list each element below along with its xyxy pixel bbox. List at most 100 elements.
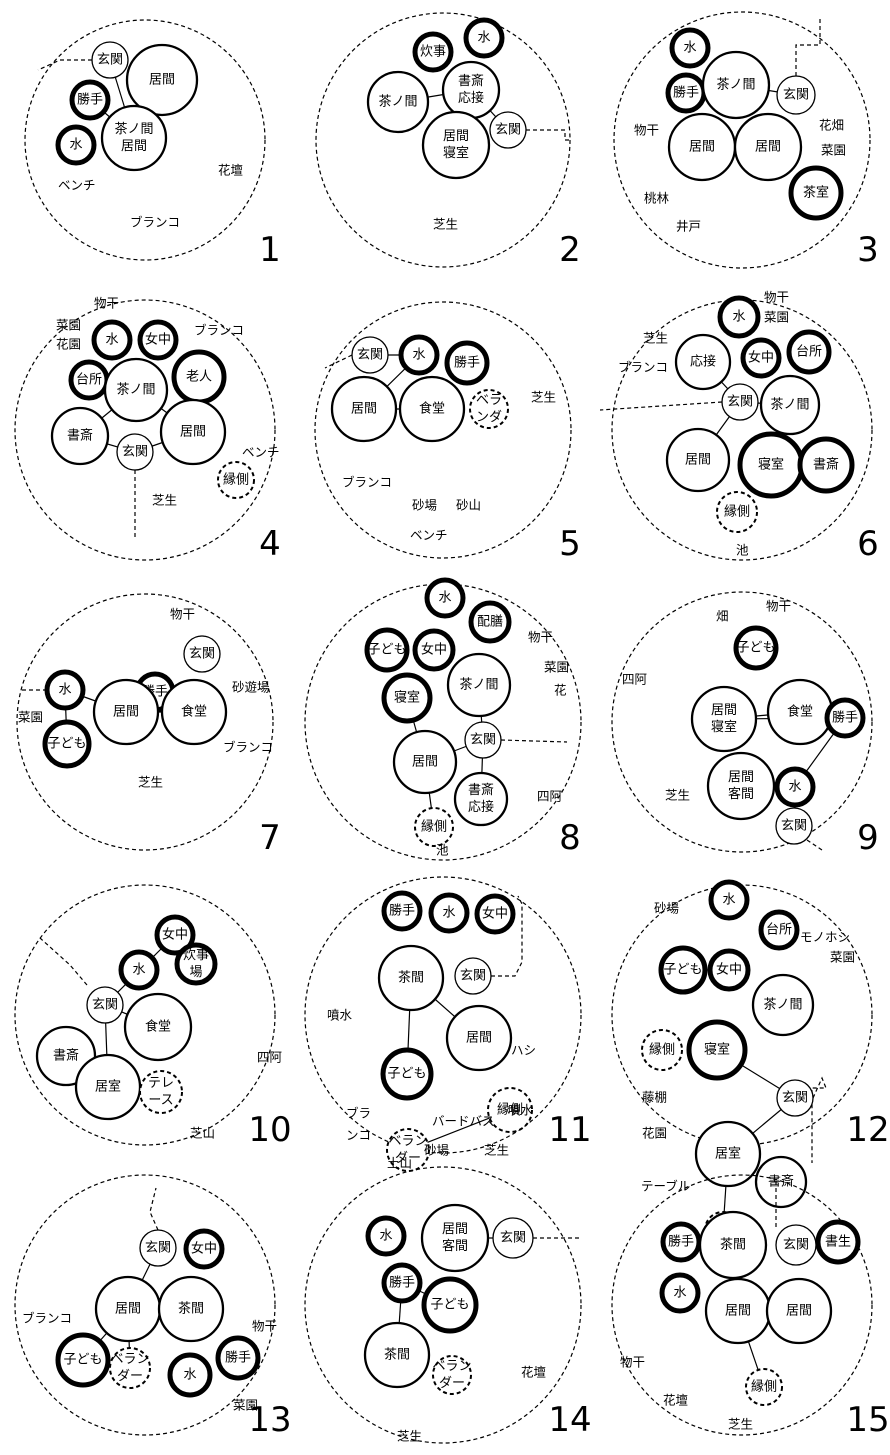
room-label: 水 <box>477 31 490 46</box>
room-engawa <box>217 461 255 499</box>
yard-feature-label: 物干 <box>634 123 659 138</box>
room-label: 縁側 <box>223 472 249 488</box>
room-label: 縁側 <box>497 1102 523 1118</box>
room-label: 食堂 <box>787 704 813 720</box>
yard-feature-label: 芝生 <box>665 788 690 803</box>
room-label: 玄関 <box>122 445 148 460</box>
room-label: 子ども <box>367 643 406 658</box>
room-shosai <box>754 1155 808 1209</box>
yard-feature-label: ブランコ <box>618 360 668 375</box>
room-daidokoro <box>786 329 832 375</box>
room-chanoma <box>157 1275 225 1343</box>
room-kodomo <box>364 627 410 673</box>
yard-feature-label: 芝生 <box>531 390 556 405</box>
room-ima2 <box>706 751 776 821</box>
yard-feature-label: テーブル <box>641 1179 690 1194</box>
room-label: 玄関 <box>145 1241 171 1256</box>
room-label: 玄関 <box>92 998 118 1013</box>
room-ima <box>445 1004 513 1072</box>
room-label: 茶間 <box>720 1237 746 1253</box>
approach-path <box>37 59 92 71</box>
yard-feature-label: 花壇 <box>521 1365 546 1380</box>
room-katte <box>381 1262 423 1304</box>
approach-path <box>500 739 568 743</box>
room-genkan <box>139 1229 177 1267</box>
room-mizu <box>774 766 816 808</box>
room-label: 居間 <box>725 1304 751 1319</box>
room-shokudo <box>160 678 228 746</box>
plan-number: 13 <box>248 1400 291 1440</box>
room-label: 子ども <box>430 1298 469 1313</box>
room-label: 書斎 <box>53 1048 79 1064</box>
yard-feature-label: 花壇 <box>218 163 243 178</box>
room-chanoma <box>363 1321 431 1389</box>
room-label: 玄関 <box>189 647 215 662</box>
room-label: 茶間 <box>384 1347 410 1363</box>
room-ima2 <box>733 112 803 182</box>
room-label: 女中 <box>145 332 171 348</box>
room-label: 子ども <box>63 1353 102 1368</box>
room-label: ベラ <box>476 393 502 408</box>
room-chanoma <box>751 973 815 1037</box>
yard-feature-label: 四阿 <box>622 672 648 687</box>
site-boundary <box>315 12 571 268</box>
room-jochu <box>154 914 196 956</box>
yard-feature-label: モノホシ <box>800 930 850 945</box>
plan-4: 水女中台所老人茶ノ間書斎居間玄関縁側物干菜園花園ブランコベンチ芝生4 <box>14 296 281 564</box>
room-engawa <box>414 807 454 847</box>
room-label: 配膳 <box>477 614 503 630</box>
yard-feature-label: 花畑 <box>819 118 844 133</box>
site-boundary <box>304 876 582 1154</box>
room-label: 女中 <box>748 350 774 366</box>
room-label: 女中 <box>191 1241 217 1257</box>
room-shinshitsu <box>686 1019 748 1081</box>
room-label: 客間 <box>442 1238 468 1254</box>
room-jochu <box>707 948 751 992</box>
room-label: 寝室 <box>704 1042 730 1058</box>
room-label: 寝室 <box>711 719 737 735</box>
room-label: 玄関 <box>781 819 807 834</box>
approach-path <box>811 1076 827 1163</box>
room-label: テレ <box>148 1076 174 1091</box>
plan-number: 7 <box>259 818 281 858</box>
room-label: 水 <box>379 1229 392 1244</box>
room-label: 食堂 <box>145 1019 171 1035</box>
room-mizu <box>167 1352 213 1398</box>
room-chanoma <box>100 104 168 172</box>
room-kodomo <box>733 625 779 671</box>
site-boundary <box>613 11 871 269</box>
room-label: 居間 <box>115 1302 141 1317</box>
room-shosai <box>453 771 509 827</box>
room-label: 玄関 <box>727 395 753 410</box>
room-genkan <box>721 383 759 421</box>
room-label: 居間 <box>113 705 139 720</box>
plan-number: 14 <box>548 1400 591 1440</box>
room-label: 書斎 <box>67 428 93 444</box>
yard-feature-label: 井戸 <box>676 219 701 234</box>
room-label: 居室 <box>715 1146 741 1162</box>
room-label: ベラン <box>432 1359 471 1374</box>
room-shosai <box>797 436 855 494</box>
room-label: 居間 <box>149 73 175 88</box>
yard-feature-label: 四阿 <box>257 1050 283 1065</box>
plan-12: 水台所子ども女中茶ノ間縁側寝室玄関居室書斎縁側砂場モノホシ菜園藤棚花園テーブル1… <box>611 879 890 1249</box>
room-chanoma <box>377 944 445 1012</box>
room-ima <box>421 110 491 180</box>
plan-11: 勝手水女中茶間玄関居間子ども縁側ベランダー噴水ハシ噴水ブランコバードバス土山砂場… <box>304 876 592 1172</box>
room-label: 居間 <box>443 129 469 144</box>
yard-feature-label: 畑 <box>716 609 729 624</box>
yard-feature-label: 菜園 <box>544 660 569 675</box>
room-label: 勝手 <box>389 904 415 919</box>
room-label: 玄関 <box>470 733 496 748</box>
room-label: ダー <box>439 1376 465 1391</box>
room-label: 子ども <box>736 641 775 656</box>
room-shokudo <box>398 375 466 443</box>
room-label: 勝手 <box>454 356 480 371</box>
yard-feature-label: ベンチ <box>242 445 280 460</box>
room-mizu <box>365 1215 407 1257</box>
room-label: 寝室 <box>443 145 469 161</box>
